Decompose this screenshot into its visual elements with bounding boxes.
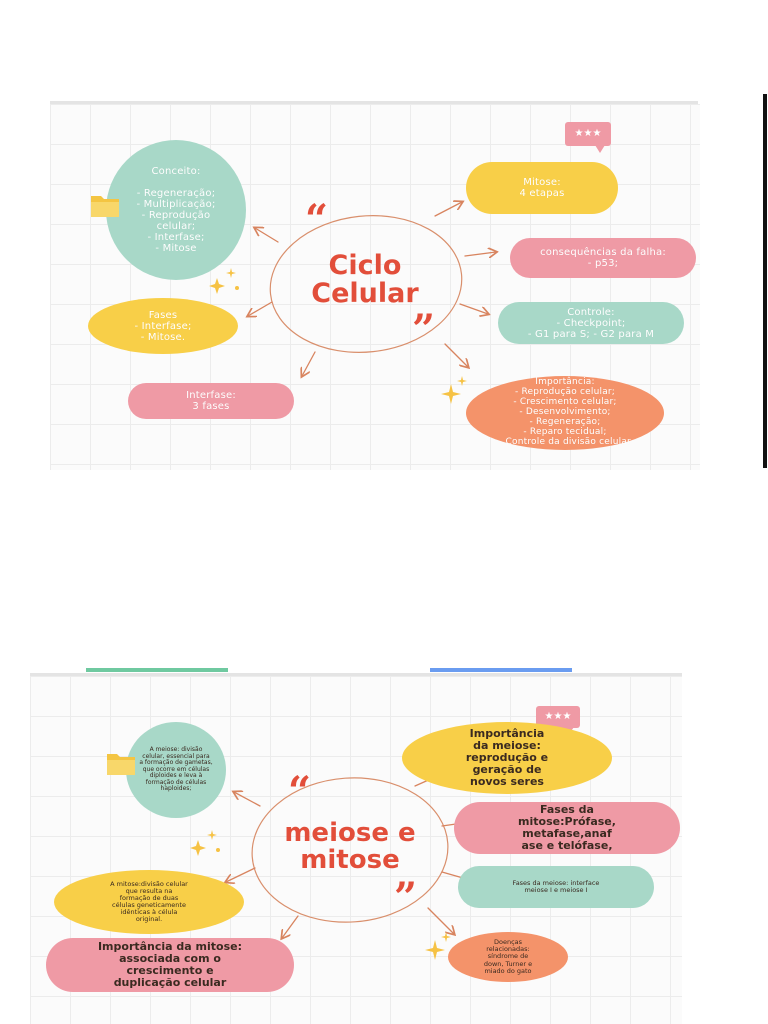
open-quote-icon: “ — [288, 768, 312, 815]
node-consequencias-text: consequências da falha: - p53; — [540, 247, 666, 269]
node-doencas-text: Doenças relacionadas: síndrome de down, … — [483, 938, 533, 975]
tab-indicator-green — [86, 668, 228, 672]
node-fases-mitose-text: Fases da mitose:Prófase, metafase,anaf a… — [518, 802, 616, 853]
rating-stars-icon: ★★★ — [544, 711, 572, 722]
node-doencas: Doenças relacionadas: síndrome de down, … — [448, 932, 568, 982]
node-importancia: Importância: - Reprodução celular; - Cre… — [466, 376, 664, 450]
node-fases-meiose-text: Fases da meiose: interface meiose I e me… — [512, 878, 600, 894]
star-sparkle-icon — [424, 930, 454, 966]
node-conceito-text: Conceito: - Regeneração; - Multiplicação… — [136, 166, 216, 254]
node-fases-mitose: Fases da mitose:Prófase, metafase,anaf a… — [454, 802, 680, 854]
node-fases-text: Fases - Interfase; - Mitose. — [134, 309, 192, 343]
open-quote-icon: “ — [305, 196, 329, 243]
node-fases: Fases - Interfase; - Mitose. — [88, 298, 238, 354]
node-meiose-definicao: A meiose: divisão celular, essencial par… — [126, 722, 226, 818]
close-quote-icon: ” — [412, 306, 436, 353]
star-sparkle-icon — [186, 826, 226, 866]
node-importancia-text: Importância: - Reprodução celular; - Cre… — [499, 377, 631, 447]
mindmap-ciclo-celular: Conceito: - Regeneração; - Multiplicação… — [50, 104, 700, 470]
node-meiose-definicao-text: A meiose: divisão celular, essencial par… — [139, 745, 213, 793]
node-interfase-text: Interfase: 3 fases — [186, 390, 236, 412]
node-interfase: Interfase: 3 fases — [128, 383, 294, 419]
node-mitose-definicao-text: A mitose:divisão celular que resulta na … — [110, 879, 188, 924]
side-divider — [763, 94, 767, 468]
panel2-top-line — [30, 673, 682, 677]
node-fases-meiose: Fases da meiose: interface meiose I e me… — [458, 866, 654, 908]
node-importancia-mitose-text: Importância da mitose: associada com o c… — [97, 939, 243, 990]
star-sparkle-icon — [440, 374, 470, 410]
folder-icon — [90, 192, 120, 218]
folder-icon — [106, 750, 136, 776]
node-mitose-text: Mitose: 4 etapas — [519, 177, 565, 199]
star-sparkle-icon — [205, 264, 245, 304]
rating-stars-icon: ★★★ — [574, 128, 602, 139]
central-title: meiose e mitose — [284, 818, 416, 876]
panel1-top-line — [50, 101, 698, 106]
node-controle-text: Controle: - Checkpoint; - G1 para S; - G… — [527, 306, 655, 340]
rating-badge: ★★★ — [536, 706, 580, 728]
node-conceito: Conceito: - Regeneração; - Multiplicação… — [106, 140, 246, 280]
node-consequencias: consequências da falha: - p53; — [510, 238, 696, 278]
central-title: Ciclo Celular — [311, 250, 419, 310]
node-mitose: Mitose: 4 etapas — [466, 162, 618, 214]
rating-badge: ★★★ — [565, 122, 611, 146]
node-importancia-mitose: Importância da mitose: associada com o c… — [46, 938, 294, 992]
node-mitose-definicao: A mitose:divisão celular que resulta na … — [54, 870, 244, 934]
node-importancia-meiose: Importância da meiose: reprodução e gera… — [402, 722, 612, 794]
close-quote-icon: ” — [394, 874, 418, 921]
mindmap-meiose-mitose: A meiose: divisão celular, essencial par… — [30, 676, 682, 1024]
rating-badge-tail — [595, 145, 605, 153]
node-importancia-meiose-text: Importância da meiose: reprodução e gera… — [465, 726, 549, 789]
node-controle: Controle: - Checkpoint; - G1 para S; - G… — [498, 302, 684, 344]
connector-arrows — [50, 104, 700, 470]
tab-indicator-blue — [430, 668, 572, 672]
